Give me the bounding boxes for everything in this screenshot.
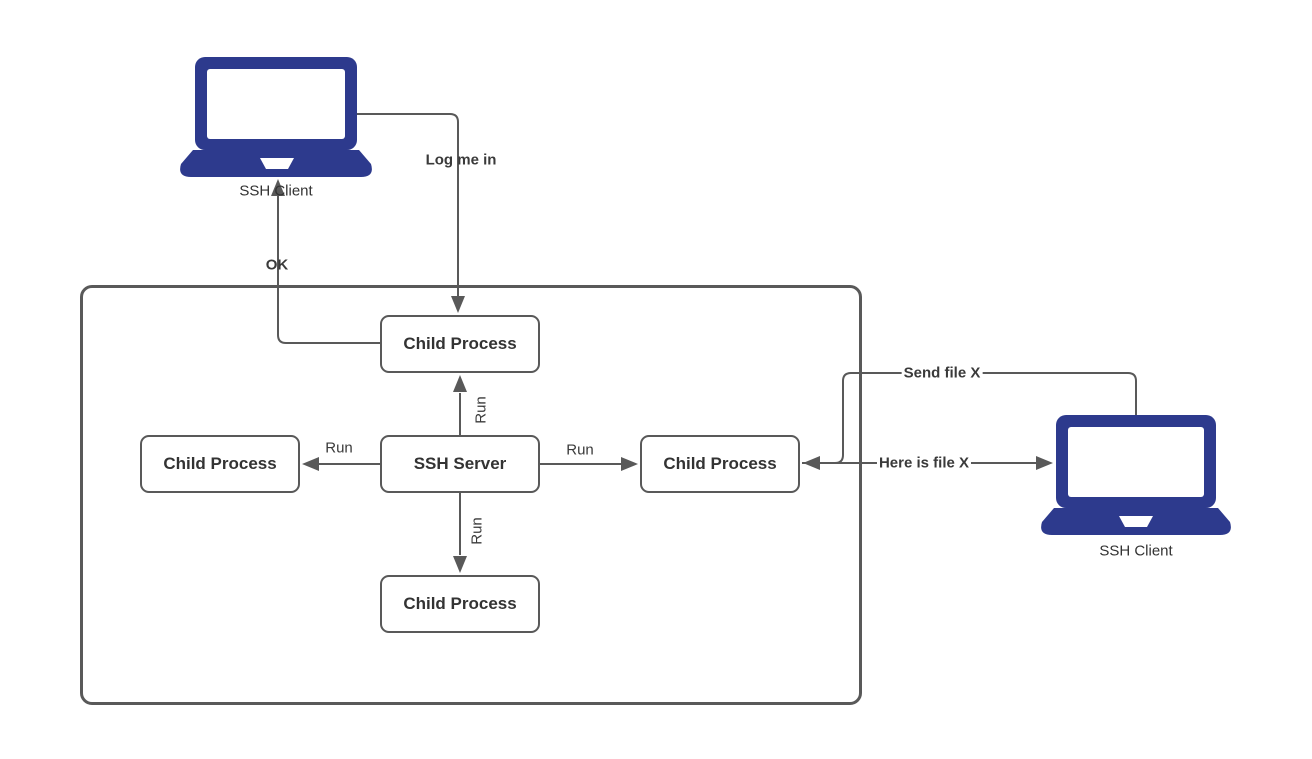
edge-label-here-is-file-x: Here is file X: [876, 454, 972, 472]
edge-label-ok: OK: [265, 256, 289, 274]
edge-send-file-x: [819, 372, 1137, 464]
arrowhead-run-left: [302, 457, 319, 471]
edge-label-run-up: Run: [472, 396, 490, 424]
arrowhead-run-right: [621, 457, 638, 471]
edge-label-run-down: Run: [468, 517, 486, 545]
child-process-left-label: Child Process: [163, 454, 277, 473]
edge-label-run-left: Run: [325, 439, 353, 457]
edge-label-log-me-in: Log me in: [425, 151, 497, 169]
edge-ok: [277, 196, 380, 344]
laptop-icon-left: [180, 57, 372, 177]
ssh-server-node: SSH Server: [380, 435, 540, 493]
ssh-client-left-label: SSH Client: [239, 182, 313, 200]
arrowhead-here-is-file-x: [1036, 456, 1053, 470]
child-process-right-node: Child Process: [640, 435, 800, 493]
child-process-top-label: Child Process: [403, 334, 517, 353]
child-process-right-label: Child Process: [663, 454, 777, 473]
child-process-bottom-node: Child Process: [380, 575, 540, 633]
laptop-icon-right: [1041, 415, 1231, 535]
arrowhead-send-file-x: [803, 456, 820, 470]
edge-log-me-in: [357, 113, 459, 298]
arrowhead-ok: [271, 179, 285, 196]
arrowhead-log-me-in: [451, 296, 465, 313]
edge-label-run-right: Run: [566, 441, 594, 459]
child-process-bottom-label: Child Process: [403, 594, 517, 613]
arrowhead-run-up: [453, 375, 467, 392]
child-process-top-node: Child Process: [380, 315, 540, 373]
arrowhead-run-down: [453, 556, 467, 573]
ssh-server-label: SSH Server: [413, 454, 507, 473]
server-host-boundary: [80, 285, 862, 705]
child-process-left-node: Child Process: [140, 435, 300, 493]
ssh-client-right-label: SSH Client: [1099, 542, 1173, 560]
edge-label-send-file-x: Send file X: [901, 364, 983, 382]
